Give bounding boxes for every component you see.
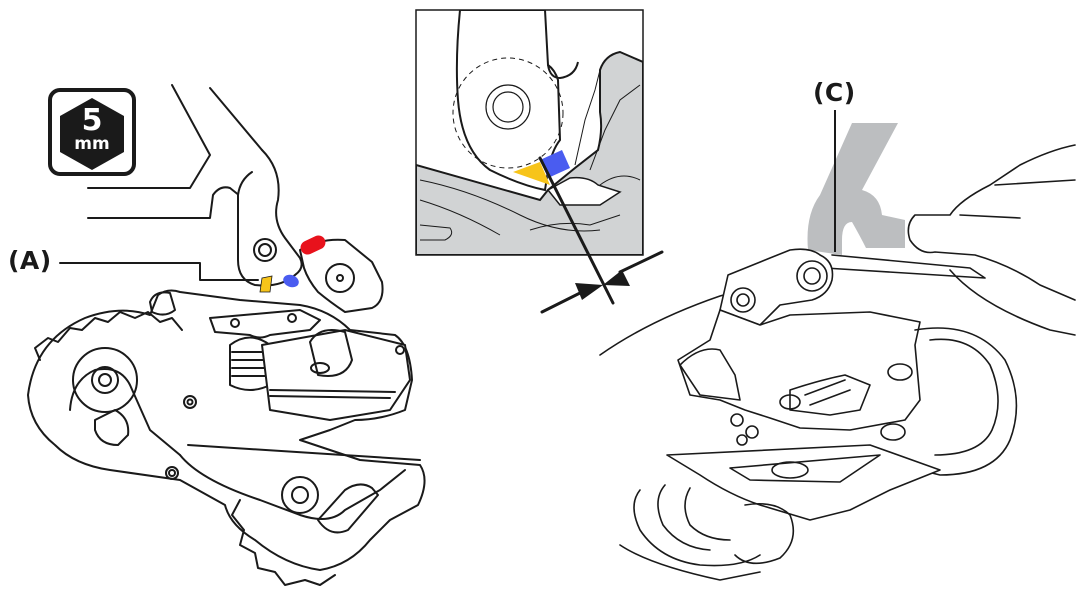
tool-size-unit: mm xyxy=(74,134,110,154)
inset-closeup-panel xyxy=(415,9,664,314)
callout-label-a: (A) xyxy=(8,246,52,275)
left-derailleur-panel xyxy=(27,84,426,586)
right-hands-panel xyxy=(599,110,1076,581)
hex-key-5mm-icon: 5 mm xyxy=(48,88,136,176)
callout-label-c: (C) xyxy=(813,78,856,107)
hexagon-icon xyxy=(60,98,124,170)
tool-size-value: 5 xyxy=(81,103,103,138)
alignment-markers-left xyxy=(259,235,326,293)
